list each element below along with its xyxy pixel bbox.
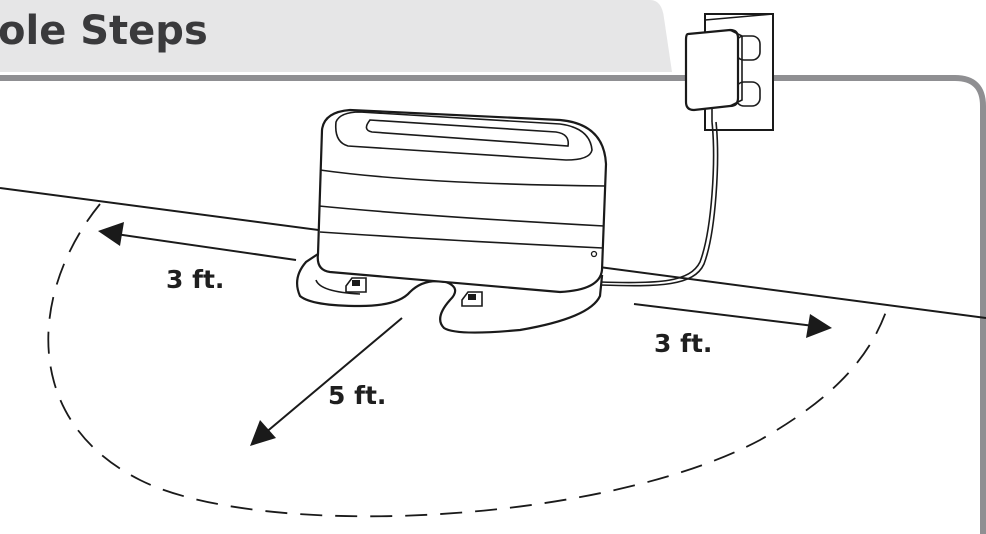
home-base-icon (295, 108, 608, 334)
page-title: ole Steps (0, 8, 208, 54)
clearance-arc (47, 203, 889, 518)
right-distance-arrow (633, 303, 832, 338)
power-adapter-icon (684, 28, 743, 122)
charging-contact-icon (461, 291, 483, 307)
charging-contact-icon (345, 277, 367, 293)
power-cord-outline (599, 121, 719, 287)
right-distance-label: 3 ft. (654, 329, 712, 358)
front-distance-arrow (250, 317, 403, 446)
header-tab (0, 0, 672, 72)
front-distance-label: 5 ft. (328, 381, 386, 410)
power-cord (599, 121, 715, 284)
left-distance-arrow (98, 222, 297, 261)
panel-border (0, 75, 986, 534)
left-distance-label: 3 ft. (166, 265, 224, 294)
